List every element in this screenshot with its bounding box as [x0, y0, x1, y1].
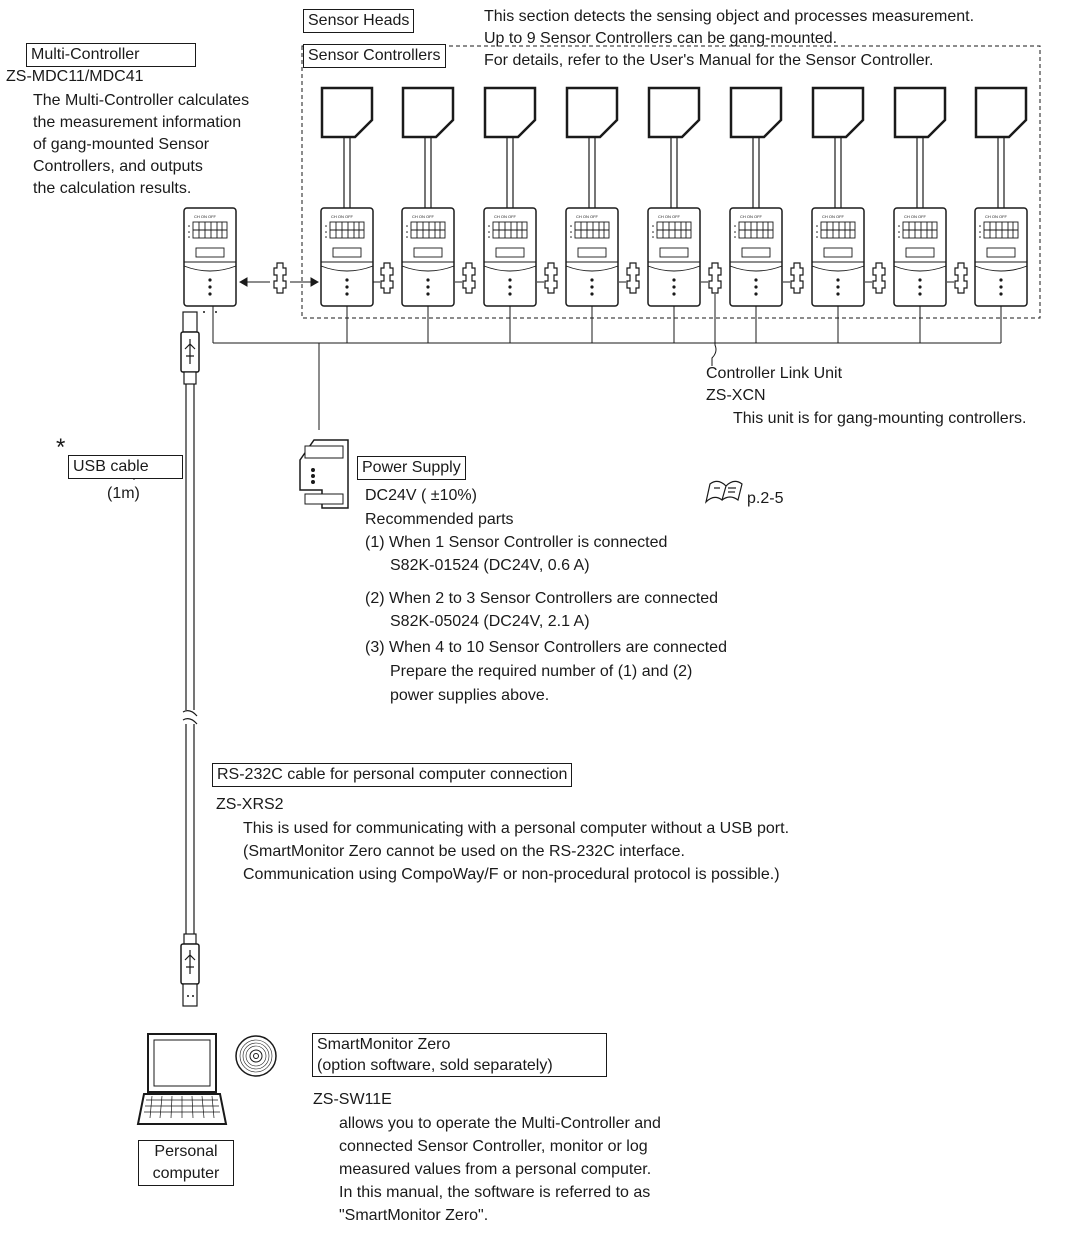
power-line: S82K-05024 (DC24V, 2.1 A) [390, 613, 590, 630]
power-line: S82K-01524 (DC24V, 0.6 A) [390, 557, 590, 574]
link-unit-desc: This unit is for gang-mounting controlle… [733, 410, 1027, 427]
power-line: (3) When 4 to 10 Sensor Controllers are … [365, 639, 727, 656]
laptop-icon [136, 1033, 228, 1125]
page-reference: p.2-5 [747, 490, 784, 507]
rs232-cable-label: RS-232C cable for personal computer conn… [212, 763, 573, 787]
usb-asterisk: * [56, 434, 66, 461]
power-line: (1) When 1 Sensor Controller is connecte… [365, 534, 668, 551]
link-unit-icon [273, 262, 287, 294]
sensor-section-frame [301, 45, 1041, 319]
sensor-controller-icon [893, 207, 947, 307]
link-unit-icon [626, 262, 640, 294]
sensor-controller-icon [647, 207, 701, 307]
rs232-desc-line: Communication using CompoWay/F or non-pr… [243, 866, 780, 883]
sensor-heads-label: Sensor Heads [303, 9, 415, 33]
sensor-controller-icon [483, 207, 537, 307]
link-unit-icon [872, 262, 886, 294]
sensor-desc-line: For details, refer to the User's Manual … [484, 52, 934, 69]
rs232-desc-line: (SmartMonitor Zero cannot be used on the… [243, 843, 685, 860]
power-bus-wiring [212, 294, 1002, 430]
cd-disc-icon [235, 1035, 277, 1077]
software-model: ZS-SW11E [313, 1091, 392, 1108]
sensor-controller-icon [565, 207, 619, 307]
software-desc-line: "SmartMonitor Zero". [339, 1207, 489, 1224]
multi-desc-line: Controllers, and outputs [33, 158, 203, 175]
software-desc-line: connected Sensor Controller, monitor or … [339, 1138, 648, 1155]
power-line: (2) When 2 to 3 Sensor Controllers are c… [365, 590, 719, 607]
usb-cable-line [182, 384, 198, 934]
sensor-controller-icon [974, 207, 1028, 307]
power-supply-label: Power Supply [357, 456, 466, 480]
sensor-desc-line: This section detects the sensing object … [484, 8, 975, 25]
usb-symbol-icon [180, 311, 200, 385]
link-unit-model: ZS-XCN [706, 387, 766, 404]
power-rec-label: Recommended parts [365, 511, 514, 528]
software-label: SmartMonitor Zero (option software, sold… [312, 1033, 607, 1077]
sensor-controller-icon [320, 207, 374, 307]
manual-book-icon [704, 480, 743, 504]
pc-label-line: computer [152, 1165, 220, 1182]
sensor-controller-icon [729, 207, 783, 307]
multi-desc-line: the measurement information [33, 114, 242, 131]
multi-desc-line: the calculation results. [33, 180, 192, 197]
link-unit-icon [380, 262, 394, 294]
power-supply-icon [299, 439, 349, 509]
link-unit-icon [708, 262, 722, 294]
power-line: power supplies above. [390, 687, 550, 704]
link-unit-icon [790, 262, 804, 294]
pc-label-line: Personal [154, 1143, 218, 1160]
power-voltage: DC24V ( ±10%) [365, 487, 477, 504]
link-unit-label: Controller Link Unit [706, 365, 843, 382]
connection-arrow [238, 277, 320, 287]
link-unit-icon [544, 262, 558, 294]
multi-controller-icon [183, 207, 237, 307]
software-desc-line: In this manual, the software is referred… [339, 1184, 651, 1201]
usb-cable-label: USB cable [68, 455, 183, 479]
usb-cable-length: (1m) [107, 485, 140, 502]
multi-desc-line: The Multi-Controller calculates [33, 92, 250, 109]
rs232-desc-line: This is used for communicating with a pe… [243, 820, 790, 837]
sensor-controller-icon [811, 207, 865, 307]
sensor-controllers-label: Sensor Controllers [303, 44, 446, 68]
multi-controller-label: Multi-Controller [26, 43, 196, 67]
link-unit-icon [954, 262, 968, 294]
sensor-desc-line: Up to 9 Sensor Controllers can be gang-m… [484, 30, 838, 47]
power-line: Prepare the required number of (1) and (… [390, 663, 693, 680]
personal-computer-label: Personal computer [138, 1140, 234, 1186]
multi-controller-model: ZS-MDC11/MDC41 [6, 68, 144, 85]
software-label-line: SmartMonitor Zero [317, 1036, 451, 1053]
multi-desc-line: of gang-mounted Sensor [33, 136, 210, 153]
sensor-controller-icon [401, 207, 455, 307]
software-desc-line: allows you to operate the Multi-Controll… [339, 1115, 661, 1132]
software-label-line: (option software, sold separately) [317, 1057, 553, 1074]
rs232-model: ZS-XRS2 [216, 796, 284, 813]
usb-symbol-icon [180, 933, 200, 1007]
software-desc-line: measured values from a personal computer… [339, 1161, 652, 1178]
link-unit-icon [462, 262, 476, 294]
